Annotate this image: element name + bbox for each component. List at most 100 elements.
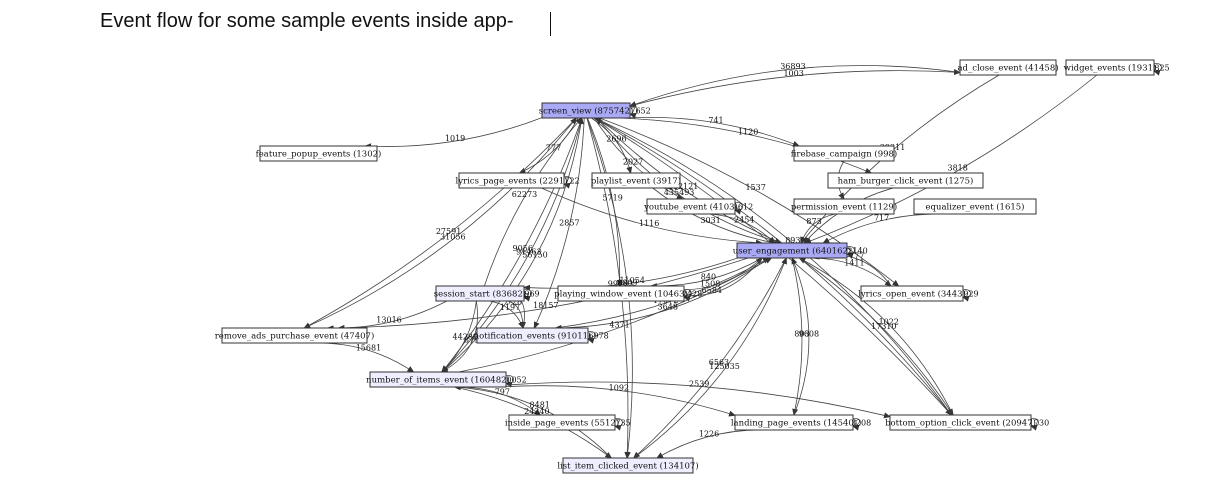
edge-label-lyrics_open-to-user_engagement: 777 bbox=[849, 252, 864, 261]
edge-label-screen_view-to-number_of_items: 9056 bbox=[513, 244, 533, 253]
edge-label-remove_ads-to-screen_view: 31056 bbox=[440, 232, 465, 241]
node-widget: widget_events (1931) bbox=[1064, 59, 1156, 76]
edge-label-playlist-to-user_engagement: 3031 bbox=[700, 216, 720, 225]
node-lyrics_open: lyrics_open_event (3443) bbox=[858, 285, 966, 302]
node-label-hamburger: ham_burger_click_event (1275) bbox=[838, 176, 974, 187]
edge-label-screen_view-to-list_item: 99683 bbox=[608, 279, 633, 288]
edge-screen_view-to-lyrics_page bbox=[518, 117, 579, 174]
edge-number_of_items-to-list_item bbox=[454, 386, 613, 459]
edge-label-screen_view-to-notification: 2857 bbox=[559, 218, 579, 227]
node-list_item: list_item_clicked_event (134107) bbox=[557, 457, 699, 474]
node-label-lyrics_open: lyrics_open_event (3443) bbox=[858, 289, 966, 300]
node-box-hamburger bbox=[827, 172, 984, 189]
edge-widget-to-user_engagement bbox=[804, 74, 1098, 244]
node-box-widget bbox=[1065, 59, 1155, 76]
node-label-firebase: firebase_campaign (998) bbox=[791, 149, 898, 160]
edge-remove_ads-to-screen_view bbox=[304, 117, 577, 329]
edge-label-widget-to-user_engagement: 3818 bbox=[948, 164, 968, 173]
edge-label-playing_window-to-playing_window: 2428 bbox=[682, 290, 702, 299]
edge-session_start-to-session_start bbox=[523, 289, 532, 302]
edge-screen_view-to-bottom_option bbox=[594, 117, 953, 416]
edge-screen_view-to-firebase bbox=[629, 116, 800, 147]
edge-number_of_items-to-number_of_items bbox=[505, 375, 514, 388]
edge-user_engagement-to-screen_view bbox=[596, 117, 782, 244]
node-landing_page: landing_page_events (14540) bbox=[731, 414, 857, 431]
node-box-session_start bbox=[435, 285, 525, 302]
node-label-landing_page: landing_page_events (14540) bbox=[731, 418, 857, 429]
edge-screen_view-to-notification bbox=[533, 117, 585, 329]
edge-landing_page-to-landing_page bbox=[852, 418, 861, 431]
node-box-notification bbox=[476, 327, 589, 344]
edge-youtube-to-youtube bbox=[734, 202, 743, 215]
node-box-permission bbox=[793, 198, 895, 215]
node-label-ad_close: ad_close_event (41458) bbox=[957, 63, 1058, 74]
edge-label-youtube-to-youtube: 1612 bbox=[733, 203, 753, 212]
edge-user_engagement-to-user_engagement bbox=[846, 246, 855, 259]
edge-screen_view-to-number_of_items bbox=[441, 117, 583, 373]
edge-label-screen_view-to-firebase: 741 bbox=[708, 116, 723, 125]
edge-label-screen_view-to-lyrics_page: 777 bbox=[546, 144, 561, 153]
node-label-lyrics_page: lyrics_page_events (2291) bbox=[456, 176, 568, 187]
edge-landing_page-to-user_engagement bbox=[791, 257, 810, 416]
edge-label-lyrics_page-to-lyrics_page: 722 bbox=[564, 177, 579, 186]
edge-label-screen_view-to-youtube: 2027 bbox=[623, 157, 643, 166]
edge-label-screen_view-to-playlist: 2696 bbox=[606, 135, 626, 144]
node-box-equalizer bbox=[913, 198, 1037, 215]
edge-label-screen_view-to-remove_ads: 27591 bbox=[436, 227, 461, 236]
edge-label-number_of_items-to-landing_page: 1092 bbox=[609, 383, 629, 392]
edge-user_engagement-to-remove_ads bbox=[337, 257, 749, 331]
edge-label-session_start-to-remove_ads: 13016 bbox=[376, 315, 401, 324]
edge-label-session_start-to-number_of_items: 879 bbox=[464, 336, 479, 345]
node-lyrics_page: lyrics_page_events (2291) bbox=[456, 172, 568, 189]
edge-label-session_start-to-session_start: 969 bbox=[524, 290, 539, 299]
node-box-user_engagement bbox=[736, 242, 848, 259]
edge-widget-to-widget bbox=[1153, 63, 1162, 76]
edge-label-screen_view-to-list_item: 8809 bbox=[617, 279, 637, 288]
node-box-playing_window bbox=[557, 285, 685, 302]
edge-label-screen_view-to-user_engagement: 282121 bbox=[668, 182, 699, 191]
node-bottom_option: bottom_option_click_event (20947) bbox=[885, 414, 1036, 431]
edge-user_engagement-to-landing_page bbox=[791, 257, 803, 416]
edge-label-user_engagement-to-lyrics_open: 1411 bbox=[844, 258, 864, 267]
node-number_of_items: number_of_items_event (160482) bbox=[366, 371, 510, 388]
edge-screen_view-to-bottom_option bbox=[594, 117, 953, 416]
edge-notification-to-user_engagement bbox=[555, 257, 770, 329]
edge-list_item-to-user_engagement bbox=[633, 257, 787, 459]
node-box-feature_popup bbox=[259, 145, 378, 162]
edge-label-number_of_items-to-user_engagement: 4371 bbox=[609, 321, 629, 330]
node-label-session_start: session_start (83682) bbox=[434, 289, 526, 300]
edge-number_of_items-to-landing_page bbox=[500, 385, 736, 417]
node-firebase: firebase_campaign (998) bbox=[791, 145, 898, 162]
edge-label-notification-to-notification: 66978 bbox=[583, 332, 608, 341]
node-label-inside_page: inside_page_events (5512) bbox=[505, 418, 619, 429]
edge-label-bottom_option-to-screen_view: 893 bbox=[785, 236, 800, 245]
edge-label-user_engagement-to-landing_page: 803 bbox=[794, 329, 809, 338]
edge-label-user_engagement-to-notification: 3648 bbox=[658, 303, 678, 312]
node-label-youtube: youtube_event (4103) bbox=[643, 202, 738, 213]
edge-session_start-to-screen_view bbox=[483, 117, 583, 287]
edge-label-user_engagement-to-screen_view: 435493 bbox=[664, 188, 695, 197]
edge-label-user_engagement-to-session_start: 11054 bbox=[619, 276, 644, 285]
edge-label-number_of_items-to-list_item: 24240 bbox=[524, 407, 549, 416]
page-title: Event flow for some sample events inside… bbox=[100, 10, 514, 32]
edge-label-screen_view-to-number_of_items: 91463 bbox=[516, 247, 541, 256]
node-playlist: playlist_event (3917) bbox=[591, 172, 681, 189]
node-box-inside_page bbox=[508, 414, 616, 431]
edge-label-user_engagement-to-playing_window: 840 bbox=[701, 273, 716, 282]
edge-label-user_engagement-to-list_item: 6563 bbox=[709, 358, 729, 367]
node-playing_window: playing_window_event (10463) bbox=[554, 285, 688, 302]
edge-youtube-to-user_engagement bbox=[708, 213, 776, 244]
node-box-youtube bbox=[646, 198, 736, 215]
edge-label-list_item-to-number_of_items: 8481 bbox=[530, 401, 550, 410]
edge-inside_page-to-inside_page bbox=[614, 418, 623, 431]
edge-label-bottom_option-to-user_engagement: 1022 bbox=[879, 317, 899, 326]
edge-label-session_start-to-notification: 728 bbox=[507, 297, 522, 306]
edge-label-screen_view-to-screen_view: 77652 bbox=[625, 107, 650, 116]
node-label-screen_view: screen_view (875742) bbox=[539, 106, 634, 117]
node-box-landing_page bbox=[734, 414, 854, 431]
node-remove_ads: remove_ads_purchase_event (47407) bbox=[215, 327, 374, 344]
edge-label-user_engagement-to-user_engagement: 82140 bbox=[842, 247, 867, 256]
edge-number_of_items-to-user_engagement bbox=[458, 257, 773, 373]
node-notification: notification_events (91011) bbox=[474, 327, 591, 344]
